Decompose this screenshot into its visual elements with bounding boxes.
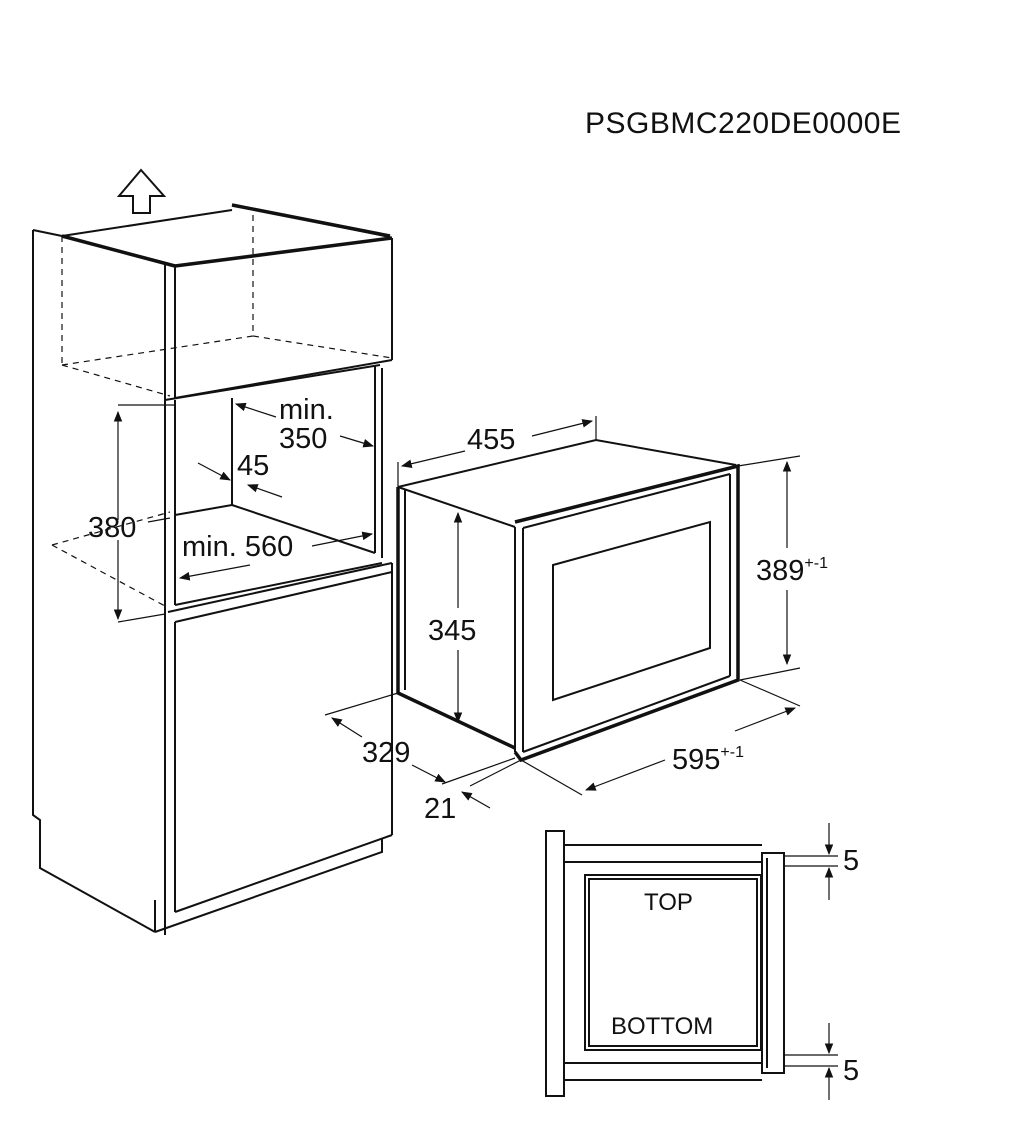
dimension-front-offset: 21 <box>424 759 522 825</box>
niche-width-label-2: 350 <box>279 423 327 455</box>
dimension-depth-offset: 45 <box>197 450 283 498</box>
dimension-niche-depth: min. 560 <box>178 531 374 581</box>
dimension-niche-height: 380 <box>88 404 175 623</box>
niche-depth-label: min. 560 <box>182 531 293 563</box>
mounting-detail: TOP BOTTOM 5 5 <box>545 823 859 1100</box>
dimension-body-height: 345 <box>428 511 476 724</box>
bottom-gap-label: 5 <box>843 1055 859 1087</box>
body-width-label: 329 <box>362 737 410 769</box>
niche-width-label-1: min. <box>279 394 334 426</box>
dimension-body-width: 329 <box>324 692 516 785</box>
dimension-front-width: 595+-1 <box>520 679 801 796</box>
top-label: TOP <box>644 889 693 916</box>
dimension-front-height: 389+-1 <box>737 455 828 681</box>
cabinet <box>32 168 393 935</box>
front-offset-label: 21 <box>424 793 456 825</box>
bottom-label: BOTTOM <box>611 1013 713 1040</box>
dimension-appliance-depth: 455 <box>397 416 597 487</box>
top-gap-label: 5 <box>843 845 859 877</box>
body-height-label: 345 <box>428 615 476 647</box>
niche-height-label: 380 <box>88 512 136 544</box>
front-height-label: 389+-1 <box>756 555 828 587</box>
up-arrow-icon <box>116 168 167 214</box>
appliance <box>396 438 740 763</box>
dimension-niche-width: min. 350 <box>234 394 375 455</box>
front-width-label: 595+-1 <box>672 744 744 776</box>
appliance-depth-label: 455 <box>467 424 515 456</box>
depth-offset-label: 45 <box>237 450 269 482</box>
model-code: PSGBMC220DE0000E <box>585 107 902 140</box>
